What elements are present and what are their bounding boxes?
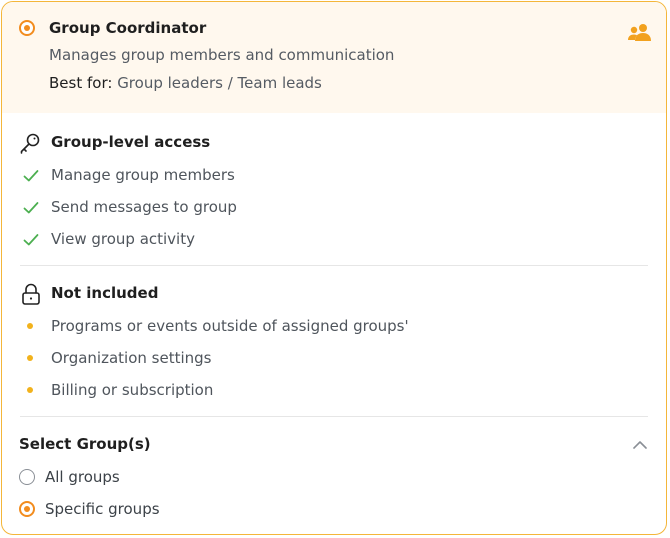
- radio-selected-icon[interactable]: [19, 501, 35, 517]
- excluded-item: Billing or subscription: [51, 381, 214, 399]
- check-icon: [23, 169, 39, 183]
- excluded-item: Programs or events outside of assigned g…: [51, 317, 409, 335]
- access-item: Send messages to group: [51, 198, 237, 216]
- role-header[interactable]: Group Coordinator Manages group members …: [2, 2, 666, 113]
- divider: [20, 416, 648, 417]
- role-radio-selected-icon[interactable]: [19, 20, 35, 36]
- excluded-item: Organization settings: [51, 349, 212, 367]
- option-label: All groups: [45, 468, 120, 486]
- divider: [20, 265, 648, 266]
- excluded-title: Not included: [51, 284, 159, 302]
- group-people-icon: [628, 23, 652, 41]
- role-description: Manages group members and communication: [49, 46, 395, 64]
- chevron-up-icon[interactable]: [632, 440, 648, 450]
- select-groups-title: Select Group(s): [19, 435, 151, 453]
- option-label: Specific groups: [45, 500, 160, 518]
- access-title: Group-level access: [51, 133, 211, 151]
- check-icon: [23, 201, 39, 215]
- bullet-dot-icon: [27, 323, 33, 329]
- access-item: View group activity: [51, 230, 195, 248]
- best-for-line: Best for: Group leaders / Team leads: [49, 74, 322, 92]
- option-all-groups[interactable]: All groups: [16, 463, 216, 491]
- best-for-value: Group leaders / Team leads: [117, 74, 322, 92]
- lock-icon: [21, 283, 41, 305]
- best-for-label: Best for:: [49, 74, 113, 92]
- radio-unselected-icon[interactable]: [19, 469, 35, 485]
- key-icon: [19, 132, 41, 154]
- select-groups-header[interactable]: Select Group(s): [2, 426, 666, 464]
- check-icon: [23, 233, 39, 247]
- access-item: Manage group members: [51, 166, 235, 184]
- option-specific-groups[interactable]: Specific groups: [16, 495, 216, 523]
- bullet-dot-icon: [27, 355, 33, 361]
- role-title: Group Coordinator: [49, 19, 207, 37]
- bullet-dot-icon: [27, 387, 33, 393]
